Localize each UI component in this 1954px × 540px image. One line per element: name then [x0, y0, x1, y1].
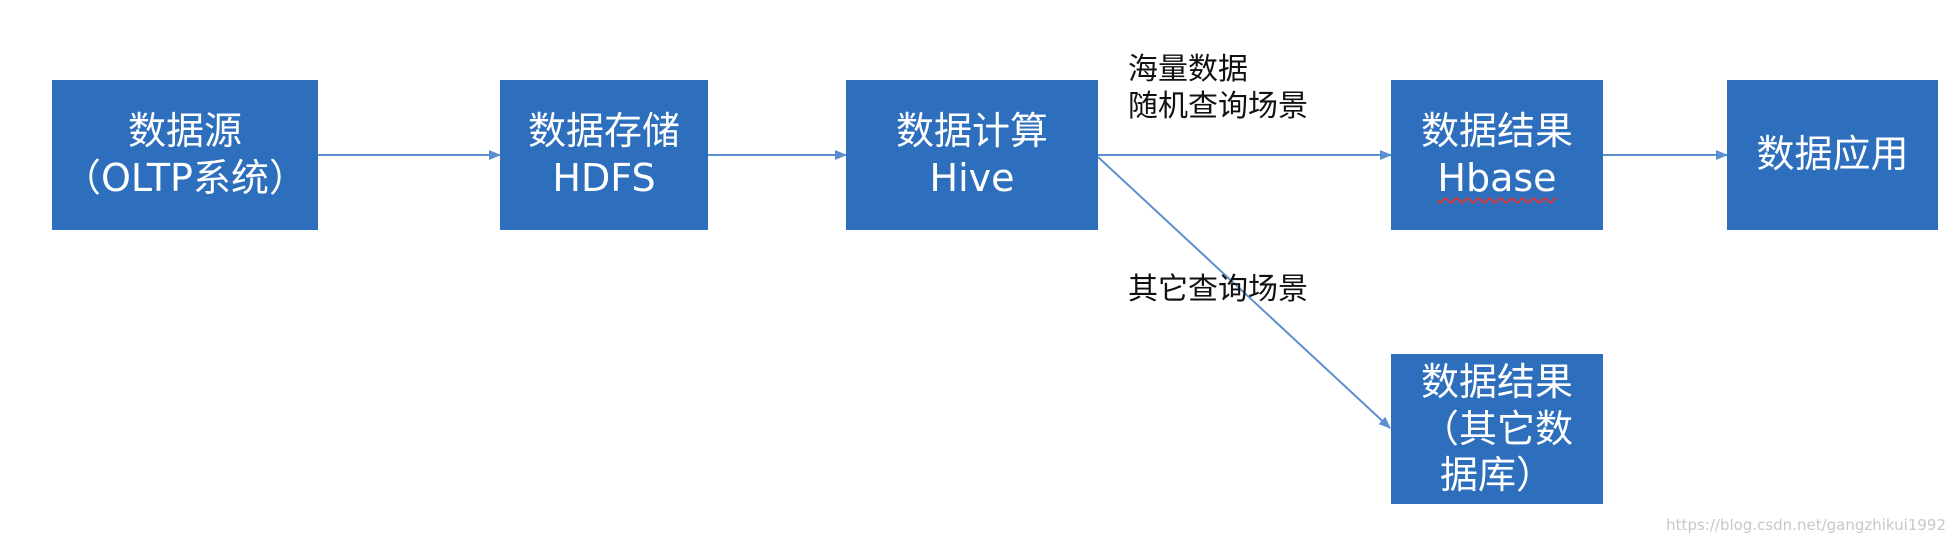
node-data-application: 数据应用	[1727, 80, 1938, 230]
edge-label-massive-line2: 随机查询场景	[1128, 88, 1308, 124]
node-data-compute-title: 数据计算	[895, 108, 1048, 153]
edge-label-massive-random-query: 海量数据 随机查询场景	[1128, 52, 1308, 125]
edge-label-massive-line1: 海量数据	[1128, 52, 1248, 87]
node-data-source-subtitle: （OLTP系统）	[63, 156, 307, 200]
edge-label-other-text: 其它查询场景	[1128, 272, 1308, 307]
node-data-compute-subtitle: Hive	[929, 156, 1015, 200]
node-data-result-other-db-line2: （其它数	[1420, 406, 1573, 451]
node-data-application-title: 数据应用	[1756, 132, 1909, 177]
watermark-url: https://blog.csdn.net/gangzhikui1992	[1666, 516, 1946, 534]
node-data-result-other-db: 数据结果 （其它数 据库）	[1391, 354, 1603, 504]
node-data-storage-subtitle: HDFS	[552, 156, 656, 200]
node-data-result-other-db-line1: 数据结果	[1420, 360, 1573, 405]
node-data-compute: 数据计算 Hive	[846, 80, 1098, 230]
node-data-result-hbase-title: 数据结果	[1420, 108, 1573, 153]
node-data-result-hbase: 数据结果 Hbase	[1391, 80, 1603, 230]
node-data-source: 数据源 （OLTP系统）	[52, 80, 318, 230]
node-data-result-other-db-line3: 据库）	[1439, 453, 1554, 498]
node-data-result-hbase-subtitle: Hbase	[1437, 156, 1557, 200]
node-data-source-title: 数据源	[127, 108, 242, 153]
node-data-storage: 数据存储 HDFS	[500, 80, 708, 230]
edge-compute-to-other-db	[1097, 156, 1391, 429]
edge-label-other-query: 其它查询场景	[1128, 272, 1308, 309]
node-data-storage-title: 数据存储	[527, 108, 680, 153]
